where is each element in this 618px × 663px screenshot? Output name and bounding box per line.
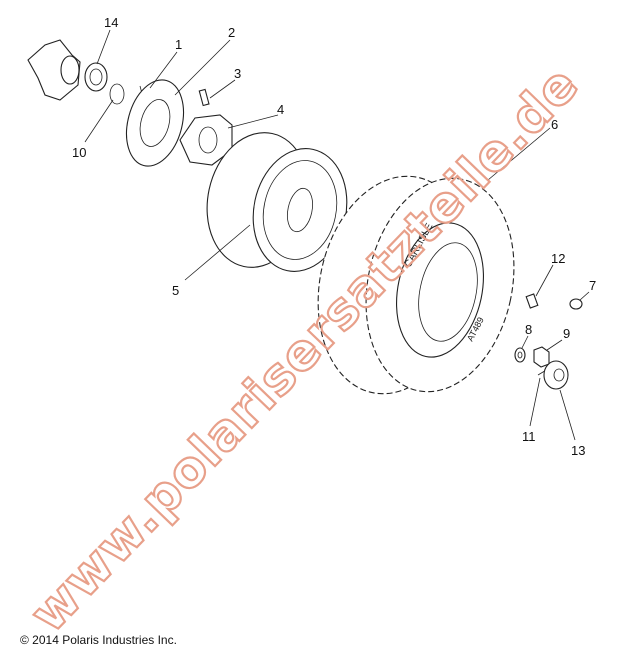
callout-14: 14 [104,15,118,30]
callout-8: 8 [525,322,532,337]
callout-6: 6 [551,117,558,132]
callout-10: 10 [72,145,86,160]
watermark: www.polarisersatzteile.de [19,55,590,643]
lug-nut [533,346,550,368]
copyright-text: © 2014 Polaris Industries Inc. [20,633,177,647]
wheel-bearing [84,62,108,92]
snap-ring [109,83,125,105]
callout-5: 5 [172,283,179,298]
center-cap [543,360,569,390]
callout-3: 3 [234,66,241,81]
callout-2: 2 [228,25,235,40]
wheel-hub [179,114,233,166]
brake-disc [125,79,185,167]
valve-cap [569,298,583,310]
washer [514,347,526,363]
wheel-hub-knuckle [27,39,81,101]
callout-4: 4 [277,102,284,117]
callout-12: 12 [551,251,565,266]
callout-11: 11 [522,429,536,444]
callout-13: 13 [571,443,585,458]
tire: CARLISLE AT489 [317,175,515,395]
callout-9: 9 [563,326,570,341]
wheel-stud [198,88,210,107]
callout-7: 7 [589,278,596,293]
valve-stem [525,293,539,309]
wheel-rim [206,132,348,272]
callout-1: 1 [175,37,182,52]
leader-lines [84,29,590,441]
